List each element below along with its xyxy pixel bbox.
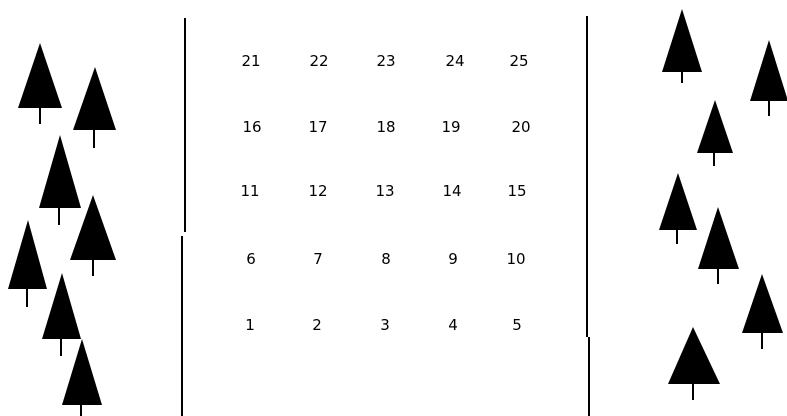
pine-tree-icon (742, 274, 783, 349)
number-grid: 21 22 23 24 25 16 17 18 19 20 11 12 13 1… (240, 52, 530, 334)
pine-tree-icon (750, 40, 787, 116)
grid-number: 21 (241, 52, 260, 70)
grid-number: 11 (240, 182, 259, 200)
grid-number: 19 (441, 118, 460, 136)
pine-tree-icon (62, 339, 102, 416)
grid-number: 24 (445, 52, 464, 70)
grid-number: 13 (375, 182, 394, 200)
grid-number: 22 (309, 52, 328, 70)
pine-tree-icon (697, 100, 733, 166)
grid-number: 16 (242, 118, 261, 136)
pine-tree-icon (668, 327, 720, 400)
grid-number: 9 (448, 250, 458, 268)
grid-number: 7 (313, 250, 323, 268)
left-forest (8, 43, 116, 416)
grid-number: 1 (245, 316, 255, 334)
grid-number: 5 (512, 316, 522, 334)
grid-number: 3 (380, 316, 390, 334)
grid-number: 12 (308, 182, 327, 200)
grid-number: 17 (308, 118, 327, 136)
pine-tree-icon (73, 67, 116, 148)
pine-tree-icon (662, 9, 702, 83)
pine-tree-icon (42, 273, 81, 356)
pine-tree-icon (659, 173, 697, 244)
grid-number: 20 (511, 118, 530, 136)
grid-number: 15 (507, 182, 526, 200)
pine-tree-icon (18, 43, 62, 124)
right-forest (659, 9, 787, 400)
grid-number: 6 (246, 250, 256, 268)
pine-tree-icon (698, 207, 739, 284)
grid-number: 4 (448, 316, 458, 334)
grid-number: 18 (376, 118, 395, 136)
pine-tree-icon (39, 135, 81, 225)
grid-number: 23 (376, 52, 395, 70)
grid-number: 14 (442, 182, 461, 200)
grid-number: 8 (381, 250, 391, 268)
grid-number: 2 (312, 316, 322, 334)
grid-number: 25 (509, 52, 528, 70)
pine-tree-icon (8, 220, 47, 307)
grid-number: 10 (506, 250, 525, 268)
